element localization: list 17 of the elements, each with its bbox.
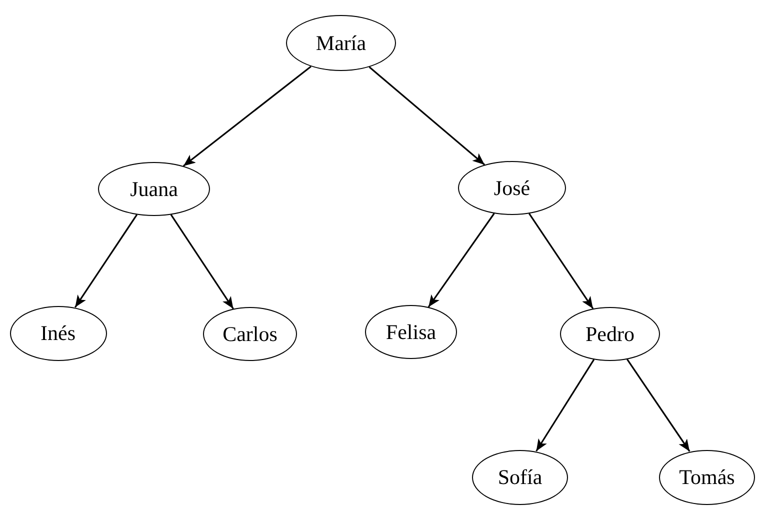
- arrow: [74, 214, 138, 308]
- arrow: [536, 359, 595, 452]
- person-name: Felisa: [386, 322, 436, 342]
- person-name: Juana: [130, 178, 178, 200]
- person-name: María: [316, 32, 366, 54]
- person-name: José: [494, 178, 530, 198]
- arrow: [368, 66, 486, 166]
- arrow: [626, 358, 690, 452]
- person-name: Carlos: [222, 324, 278, 344]
- arrow: [170, 214, 234, 310]
- arrow: [182, 66, 312, 167]
- person-name: Inés: [40, 322, 76, 344]
- arrow: [528, 213, 594, 310]
- person-name: Tomás: [679, 466, 735, 488]
- arrow: [428, 213, 495, 308]
- person-name: Pedro: [586, 324, 634, 344]
- person-name: Sofía: [498, 466, 542, 488]
